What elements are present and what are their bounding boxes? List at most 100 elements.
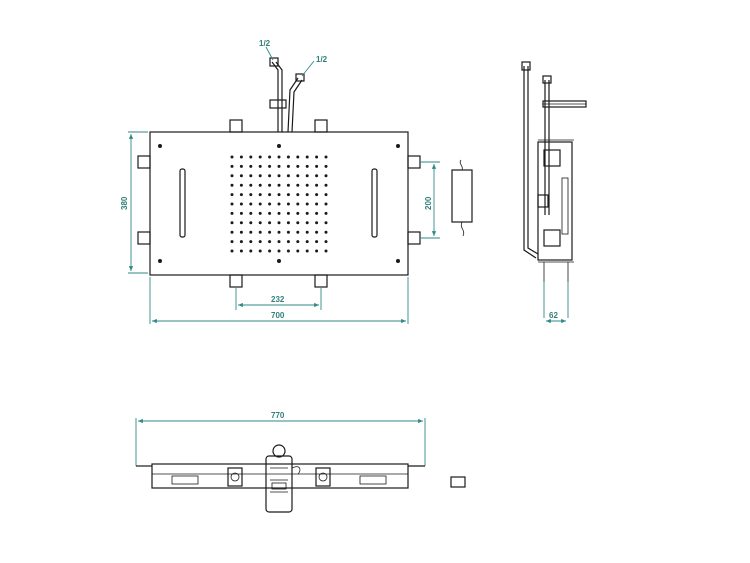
nozzle-dot <box>286 211 290 215</box>
nozzle-dot <box>258 202 262 206</box>
nozzle-dot <box>268 155 272 159</box>
nozzle-dot <box>286 240 290 244</box>
nozzle-dot <box>239 183 243 187</box>
side-hose-fitting-2 <box>542 75 552 84</box>
nozzle-dot <box>239 249 243 253</box>
nozzle-dot <box>258 155 262 159</box>
nozzle-dot <box>268 164 272 168</box>
nozzle-dot <box>239 230 243 234</box>
nozzle-dot <box>305 155 309 159</box>
bracket-left-top <box>137 155 151 169</box>
screw <box>396 259 400 263</box>
nozzle-dot <box>249 155 253 159</box>
nozzle-dot <box>315 164 319 168</box>
inlet-label-left: 1/2 <box>259 39 271 48</box>
nozzle-dot <box>296 174 300 178</box>
bottom-valve-cap <box>272 444 286 458</box>
nozzle-dot <box>305 174 309 178</box>
nozzle-dot <box>230 193 234 197</box>
nozzle-dot <box>315 240 319 244</box>
nozzle-dot <box>277 202 281 206</box>
nozzle-dot <box>277 193 281 197</box>
nozzle-dot <box>286 164 290 168</box>
nozzle-dot <box>230 164 234 168</box>
nozzle-dot <box>324 221 328 225</box>
nozzle-dot <box>324 230 328 234</box>
nozzle-dot <box>258 240 262 244</box>
nozzle-dot <box>268 249 272 253</box>
nozzle-dot <box>315 249 319 253</box>
nozzle-dot <box>230 221 234 225</box>
width-dimension: 700 <box>271 311 285 320</box>
nozzle-dot <box>315 155 319 159</box>
nozzle-dot <box>230 230 234 234</box>
front-view: 1/2 1/2 <box>120 39 473 324</box>
nozzle-dot <box>249 183 253 187</box>
bottom-profile <box>151 463 409 489</box>
hose-fitting-left <box>269 57 279 67</box>
nozzle-dot <box>277 164 281 168</box>
nozzle-dot <box>305 249 309 253</box>
nozzle-dot <box>296 183 300 187</box>
bracket-top-left <box>229 119 243 133</box>
side-hose-fitting <box>521 61 531 71</box>
screw <box>158 259 162 263</box>
side-body <box>537 141 573 261</box>
nozzle-dot <box>249 164 253 168</box>
nozzle-dot <box>230 155 234 159</box>
nozzle-dot <box>324 164 328 168</box>
side-bracket-top <box>543 149 561 167</box>
nozzle-dot <box>315 183 319 187</box>
nozzle-grid <box>230 155 328 253</box>
nozzle-dot <box>315 193 319 197</box>
nozzle-dot <box>249 249 253 253</box>
nozzle-dot <box>305 240 309 244</box>
nozzle-dot <box>249 211 253 215</box>
nozzle-dot <box>249 221 253 225</box>
nozzle-dot <box>268 174 272 178</box>
nozzle-dot <box>277 230 281 234</box>
nozzle-dot <box>286 193 290 197</box>
nozzle-dot <box>286 174 290 178</box>
side-bracket-bottom <box>543 229 561 247</box>
nozzle-dot <box>239 221 243 225</box>
nozzle-dot <box>268 183 272 187</box>
nozzle-dot <box>296 193 300 197</box>
shower-plate <box>149 131 409 276</box>
bottom-slot-left <box>171 475 199 485</box>
screw <box>158 144 162 148</box>
nozzle-dot <box>305 230 309 234</box>
bracket-right-top <box>407 155 421 169</box>
inlet-hoses: 1/2 1/2 <box>259 39 328 133</box>
nozzle-dot <box>296 211 300 215</box>
hose-coupling <box>269 99 287 109</box>
nozzle-dot <box>286 221 290 225</box>
nozzle-dot <box>305 221 309 225</box>
bottom-bracket-left <box>227 467 243 487</box>
nozzle-dot <box>277 221 281 225</box>
inner-height-dimension: 200 <box>424 196 433 210</box>
bottom-valve-body <box>265 455 293 513</box>
nozzle-dot <box>305 202 309 206</box>
nozzle-dot <box>315 211 319 215</box>
bracket-left-bottom <box>137 231 151 245</box>
nozzle-dot <box>277 183 281 187</box>
nozzle-dot <box>296 164 300 168</box>
bottom-driver-box <box>450 476 466 488</box>
nozzle-dot <box>258 221 262 225</box>
nozzle-dot <box>277 211 281 215</box>
inlet-label-right: 1/2 <box>316 55 328 64</box>
nozzle-dot <box>239 202 243 206</box>
nozzle-dot <box>249 193 253 197</box>
nozzle-dot <box>277 174 281 178</box>
nozzle-dot <box>315 202 319 206</box>
height-dimension: 380 <box>120 196 129 210</box>
bracket-right-bottom <box>407 231 421 245</box>
nozzle-dot <box>268 211 272 215</box>
nozzle-dot <box>286 155 290 159</box>
nozzle-dot <box>249 174 253 178</box>
nozzle-dot <box>268 240 272 244</box>
nozzle-dot <box>324 193 328 197</box>
nozzle-dot <box>268 193 272 197</box>
bracket-spacing-dimension: 232 <box>271 295 285 304</box>
